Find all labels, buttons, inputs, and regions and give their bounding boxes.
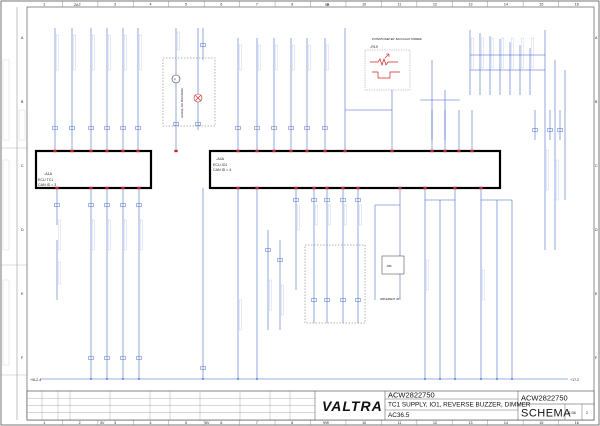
column-label-top: 11	[398, 3, 402, 7]
potentiometer-dimmer: -R19 POTENTIOMETER, BACKLIGHT DIMMER	[364, 37, 422, 91]
row-label: D	[21, 228, 24, 232]
module-ecu-io1	[208, 149, 502, 190]
column-label-bot: 11	[398, 421, 402, 425]
bottom-marker-1: 3V	[100, 421, 105, 425]
column-label-bot: 13	[468, 421, 472, 425]
reverse-buzzer: -X89 IMPLEMENT UP	[380, 255, 405, 301]
buzzer-tag: -X89	[386, 264, 392, 268]
column-label-top: 14	[504, 3, 508, 7]
switch-block-dashed	[304, 244, 366, 324]
row-label: C	[595, 164, 598, 168]
column-label-bot: 12	[433, 421, 437, 425]
rail-right-label: +17.2	[570, 378, 579, 382]
column-label-bot: 4	[150, 421, 152, 425]
column-ruler: 1122334455667788991010111112121313141415…	[43, 1, 579, 425]
row-label: A	[21, 36, 24, 40]
row-label: A	[595, 36, 598, 40]
column-label-bot: 2	[79, 421, 81, 425]
air-pressure-gauge: P GAUGE, AIR PRESSURE	[162, 57, 216, 127]
brand-logo-text: VALTRA	[322, 398, 383, 414]
title-block: VALTRA ACW2822750 TC1 SUPPLY, IO1, REVER…	[26, 391, 595, 421]
column-label-top: 13	[468, 3, 472, 7]
row-ruler: A A B B C C D D E E F F	[21, 36, 598, 360]
column-label-top: 10	[362, 3, 366, 7]
implement-label: IMPLEMENT UP	[380, 297, 400, 301]
doc-number: ACW2822750	[388, 391, 435, 400]
column-label-top: 8	[291, 3, 293, 7]
column-label-top: 3	[114, 3, 116, 7]
potentiometer-label: POTENTIOMETER, BACKLIGHT DIMMER	[372, 37, 422, 41]
row-label: E	[21, 292, 24, 296]
column-label-top: 12	[433, 3, 437, 7]
column-label-bot: 7	[256, 421, 258, 425]
sheet-number: 11/36	[567, 411, 576, 415]
sheet-count: 2	[586, 411, 588, 415]
column-label-top: 6	[220, 3, 222, 7]
row-label: D	[595, 228, 598, 232]
gauge-label: GAUGE, AIR PRESSURE	[180, 88, 184, 118]
column-label-top: 1	[43, 3, 45, 7]
wiring	[52, 28, 566, 380]
row-label: C	[21, 164, 24, 168]
column-label-bot: 5	[185, 421, 187, 425]
doc-subtitle: AC36.5	[388, 412, 410, 419]
module-center-name: ECU IO1	[213, 163, 227, 167]
column-label-bot: 9	[327, 421, 329, 425]
top-marker-2: 9A	[325, 3, 330, 7]
module-center-tag: -A4A	[216, 157, 225, 161]
column-label-bot: 6	[220, 421, 222, 425]
row-label: B	[595, 100, 598, 104]
column-label-bot: 14	[504, 421, 508, 425]
column-label-bot: 10	[362, 421, 366, 425]
ground-rail: +9L2.4 +17.2	[30, 378, 579, 382]
module-ecu-tc1	[34, 149, 153, 190]
doc-number-right: ACW2822750	[521, 394, 568, 403]
column-label-top: 2	[79, 3, 81, 7]
column-label-top: 15	[539, 3, 543, 7]
column-label-top: 16	[575, 3, 579, 7]
potentiometer-tag: -R19	[370, 45, 378, 49]
module-left-name: ECU TC1	[38, 178, 53, 182]
row-label: E	[595, 292, 598, 296]
module-left-tag: -A1A	[44, 172, 53, 176]
column-label-bot: 3	[114, 421, 116, 425]
row-label: F	[595, 356, 598, 360]
column-label-bot: 8	[291, 421, 293, 425]
top-marker-1: 2A	[74, 3, 79, 7]
column-label-top: 9	[327, 3, 329, 7]
bottom-marker-3: 9V	[323, 421, 328, 425]
row-label: F	[21, 356, 24, 360]
doc-title: TC1 SUPPLY, IO1, REVERSE BUZZER, DIMMER	[388, 402, 531, 409]
rail-left-label: +9L2.4	[30, 378, 41, 382]
column-label-top: 7	[256, 3, 258, 7]
bottom-marker-2: 6V	[205, 421, 210, 425]
left-margin-notes	[1, 7, 27, 420]
schema-label: SCHEMA	[521, 408, 571, 420]
column-label-bot: 15	[539, 421, 543, 425]
column-label-bot: 1	[43, 421, 45, 425]
column-label-top: 5	[185, 3, 187, 7]
module-center-can: CAN ID = 4	[213, 168, 231, 172]
column-label-top: 4	[150, 3, 152, 7]
module-left-can: CAN ID = 3	[38, 183, 56, 187]
column-label-bot: 16	[575, 421, 579, 425]
svg-text:P: P	[174, 78, 176, 82]
row-label: B	[21, 100, 24, 104]
